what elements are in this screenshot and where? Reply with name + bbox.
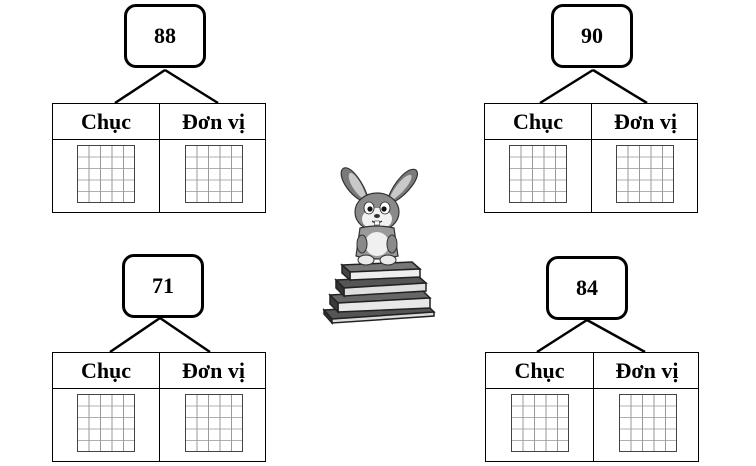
place-value-table-88: Chục Đơn vị: [52, 103, 266, 213]
tens-answer-grid[interactable]: [77, 394, 135, 452]
number-box-84: 84: [546, 256, 628, 320]
column-divider: [159, 353, 160, 461]
place-value-table-90: Chục Đơn vị: [484, 103, 698, 213]
table-header: [486, 353, 698, 389]
place-value-table-84: Chục Đơn vị: [485, 352, 699, 462]
header-ones: Đơn vị: [614, 109, 677, 134]
column-divider: [159, 104, 160, 212]
ones-answer-grid[interactable]: [185, 145, 243, 203]
number-box-90: 90: [551, 4, 633, 68]
column-divider: [593, 353, 594, 461]
number-value: 88: [154, 23, 176, 48]
header-tens: Chục: [80, 358, 132, 383]
header-ones: Đơn vị: [182, 109, 245, 134]
ones-answer-grid[interactable]: [185, 394, 243, 452]
number-box-71: 71: [122, 254, 204, 318]
ones-answer-grid[interactable]: [616, 145, 674, 203]
number-value: 84: [576, 275, 598, 300]
column-divider: [591, 104, 592, 212]
rabbit-on-books-icon: [322, 167, 436, 325]
header-tens: Chục: [80, 109, 132, 134]
number-value: 90: [581, 23, 603, 48]
header-tens: Chục: [514, 358, 565, 383]
number-value: 71: [152, 273, 174, 298]
number-box-88: 88: [124, 4, 206, 68]
tens-answer-grid[interactable]: [509, 145, 567, 203]
header-ones: Đơn vị: [182, 358, 245, 383]
header-ones: Đơn vị: [615, 358, 679, 383]
tens-answer-grid[interactable]: [77, 145, 135, 203]
place-value-table-71: Chục Đơn vị: [52, 352, 266, 462]
ones-answer-grid[interactable]: [619, 394, 677, 452]
header-tens: Chục: [512, 109, 564, 134]
tens-answer-grid[interactable]: [511, 394, 569, 452]
